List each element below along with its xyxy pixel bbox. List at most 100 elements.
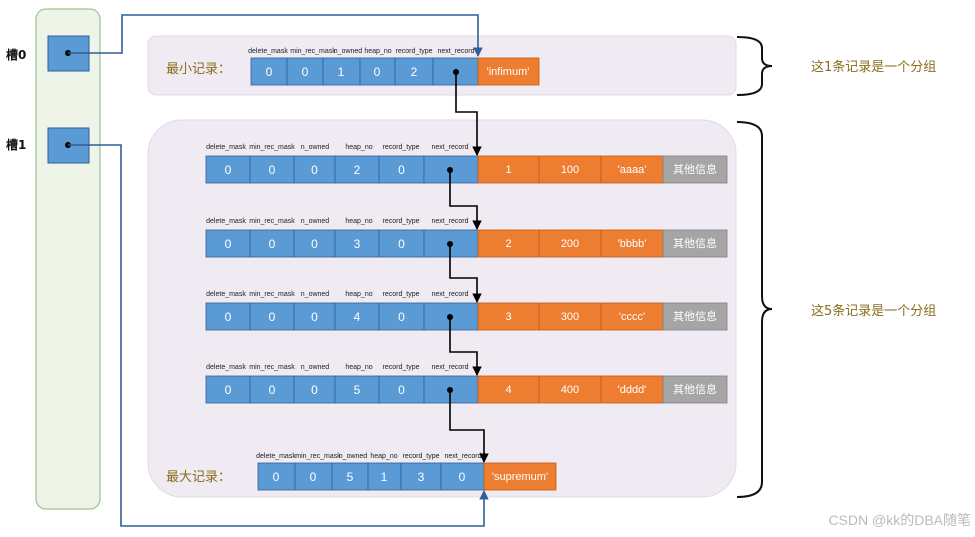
record-cell	[662, 302, 728, 331]
field-value: 0	[398, 237, 405, 251]
field-value: 0	[225, 163, 232, 177]
field-value: 0	[225, 383, 232, 397]
field-header: n_owned	[301, 291, 330, 298]
record-cell	[293, 229, 336, 258]
record-data-value: 2	[505, 238, 511, 250]
next-record-link	[455, 72, 482, 156]
next-record-links	[449, 72, 489, 463]
record-cell	[249, 155, 295, 184]
infimum-headers: delete_mask min_rec_mask n_owned heap_no…	[248, 48, 474, 55]
field-header: delete_mask	[206, 144, 246, 151]
field-header: delete_mask	[206, 218, 246, 225]
infimum-record: 0 0 1 0 2 'infimum'	[250, 57, 540, 86]
field-header: record_type	[383, 218, 420, 225]
field-header: delete_mask	[256, 453, 296, 460]
record-cell	[600, 155, 664, 184]
field-header: min_rec_mask	[249, 364, 295, 371]
field-value: 0	[398, 383, 405, 397]
field-value: 0	[311, 163, 318, 177]
record-cell	[477, 302, 540, 331]
record-data-value: 'cccc'	[619, 311, 645, 323]
next-record-link	[449, 170, 482, 230]
record-data-value: 'bbbb'	[618, 238, 647, 250]
field-header: delete_mask	[248, 48, 288, 55]
field-value: 0	[269, 163, 276, 177]
field-value: 0	[269, 237, 276, 251]
field-header: min_rec_mask	[290, 48, 336, 55]
field-value: 0	[398, 163, 405, 177]
field-header: record_type	[383, 291, 420, 298]
field-header: n_owned	[334, 48, 363, 55]
field-header: heap_no	[345, 291, 372, 298]
field-value: 1	[381, 470, 388, 484]
slot-1-pointer-line	[68, 144, 489, 527]
field-header: min_rec_mask	[295, 453, 341, 460]
record-cell	[662, 375, 728, 404]
record-data-value: 400	[561, 384, 579, 396]
field-header: n_owned	[339, 453, 368, 460]
record-cell	[293, 155, 336, 184]
supremum-record: 0 0 5 1 3 0 'supremum'	[257, 462, 557, 491]
field-value: 0	[225, 310, 232, 324]
group-2-brace	[736, 121, 773, 498]
record-cell	[600, 302, 664, 331]
group-1-note: 这1条记录是一个分组	[811, 59, 936, 75]
field-header: heap_no	[345, 218, 372, 225]
field-header: n_owned	[301, 218, 330, 225]
record-data-value: 300	[561, 311, 579, 323]
field-value: 5	[354, 383, 361, 397]
record-data-value: 4	[505, 384, 511, 396]
record-cell	[477, 229, 540, 258]
watermark: CSDN @kk的DBA随笔	[828, 512, 971, 528]
record-cell	[600, 375, 664, 404]
field-header: heap_no	[370, 453, 397, 460]
slot-directory	[35, 8, 101, 510]
field-value: 3	[418, 470, 425, 484]
field-value: 2	[354, 163, 361, 177]
record-cell	[423, 229, 479, 258]
record-other-info: 其他信息	[673, 162, 717, 176]
record-cell	[205, 302, 251, 331]
field-header: heap_no	[345, 364, 372, 371]
field-header: n_owned	[301, 144, 330, 151]
record-data-value: 'aaaa'	[618, 164, 647, 176]
record-cell	[249, 375, 295, 404]
field-value: 0	[225, 237, 232, 251]
record-cell	[662, 155, 728, 184]
field-header: next_record	[432, 364, 469, 371]
field-header: next_record	[432, 218, 469, 225]
next-record-link	[449, 390, 489, 463]
record-cell	[334, 302, 380, 331]
next-record-link	[449, 317, 482, 376]
field-value: 0	[302, 65, 309, 79]
field-header: min_rec_mask	[249, 291, 295, 298]
supremum-headers: delete_mask min_rec_mask n_owned heap_no…	[256, 453, 481, 460]
group-2-note: 这5条记录是一个分组	[811, 303, 936, 319]
field-header: heap_no	[364, 48, 391, 55]
field-header: delete_mask	[206, 364, 246, 371]
next-record-link	[449, 244, 482, 303]
record-cell	[334, 155, 380, 184]
record-other-info: 其他信息	[673, 382, 717, 396]
field-value: 0	[398, 310, 405, 324]
record-cell	[538, 229, 602, 258]
field-header: min_rec_mask	[249, 218, 295, 225]
record-cell	[334, 229, 380, 258]
field-value: 0	[374, 65, 381, 79]
infimum-data: 'infimum'	[487, 66, 530, 78]
field-header: record_type	[383, 364, 420, 371]
record-cell	[205, 375, 251, 404]
record-other-info: 其他信息	[673, 309, 717, 323]
record-cell	[249, 302, 295, 331]
record-data-value: 200	[561, 238, 579, 250]
field-header: next_record	[432, 144, 469, 151]
field-value: 0	[311, 237, 318, 251]
supremum-data: 'supremum'	[492, 471, 548, 483]
record-data-value: 3	[505, 311, 511, 323]
record-data-value: 100	[561, 164, 579, 176]
